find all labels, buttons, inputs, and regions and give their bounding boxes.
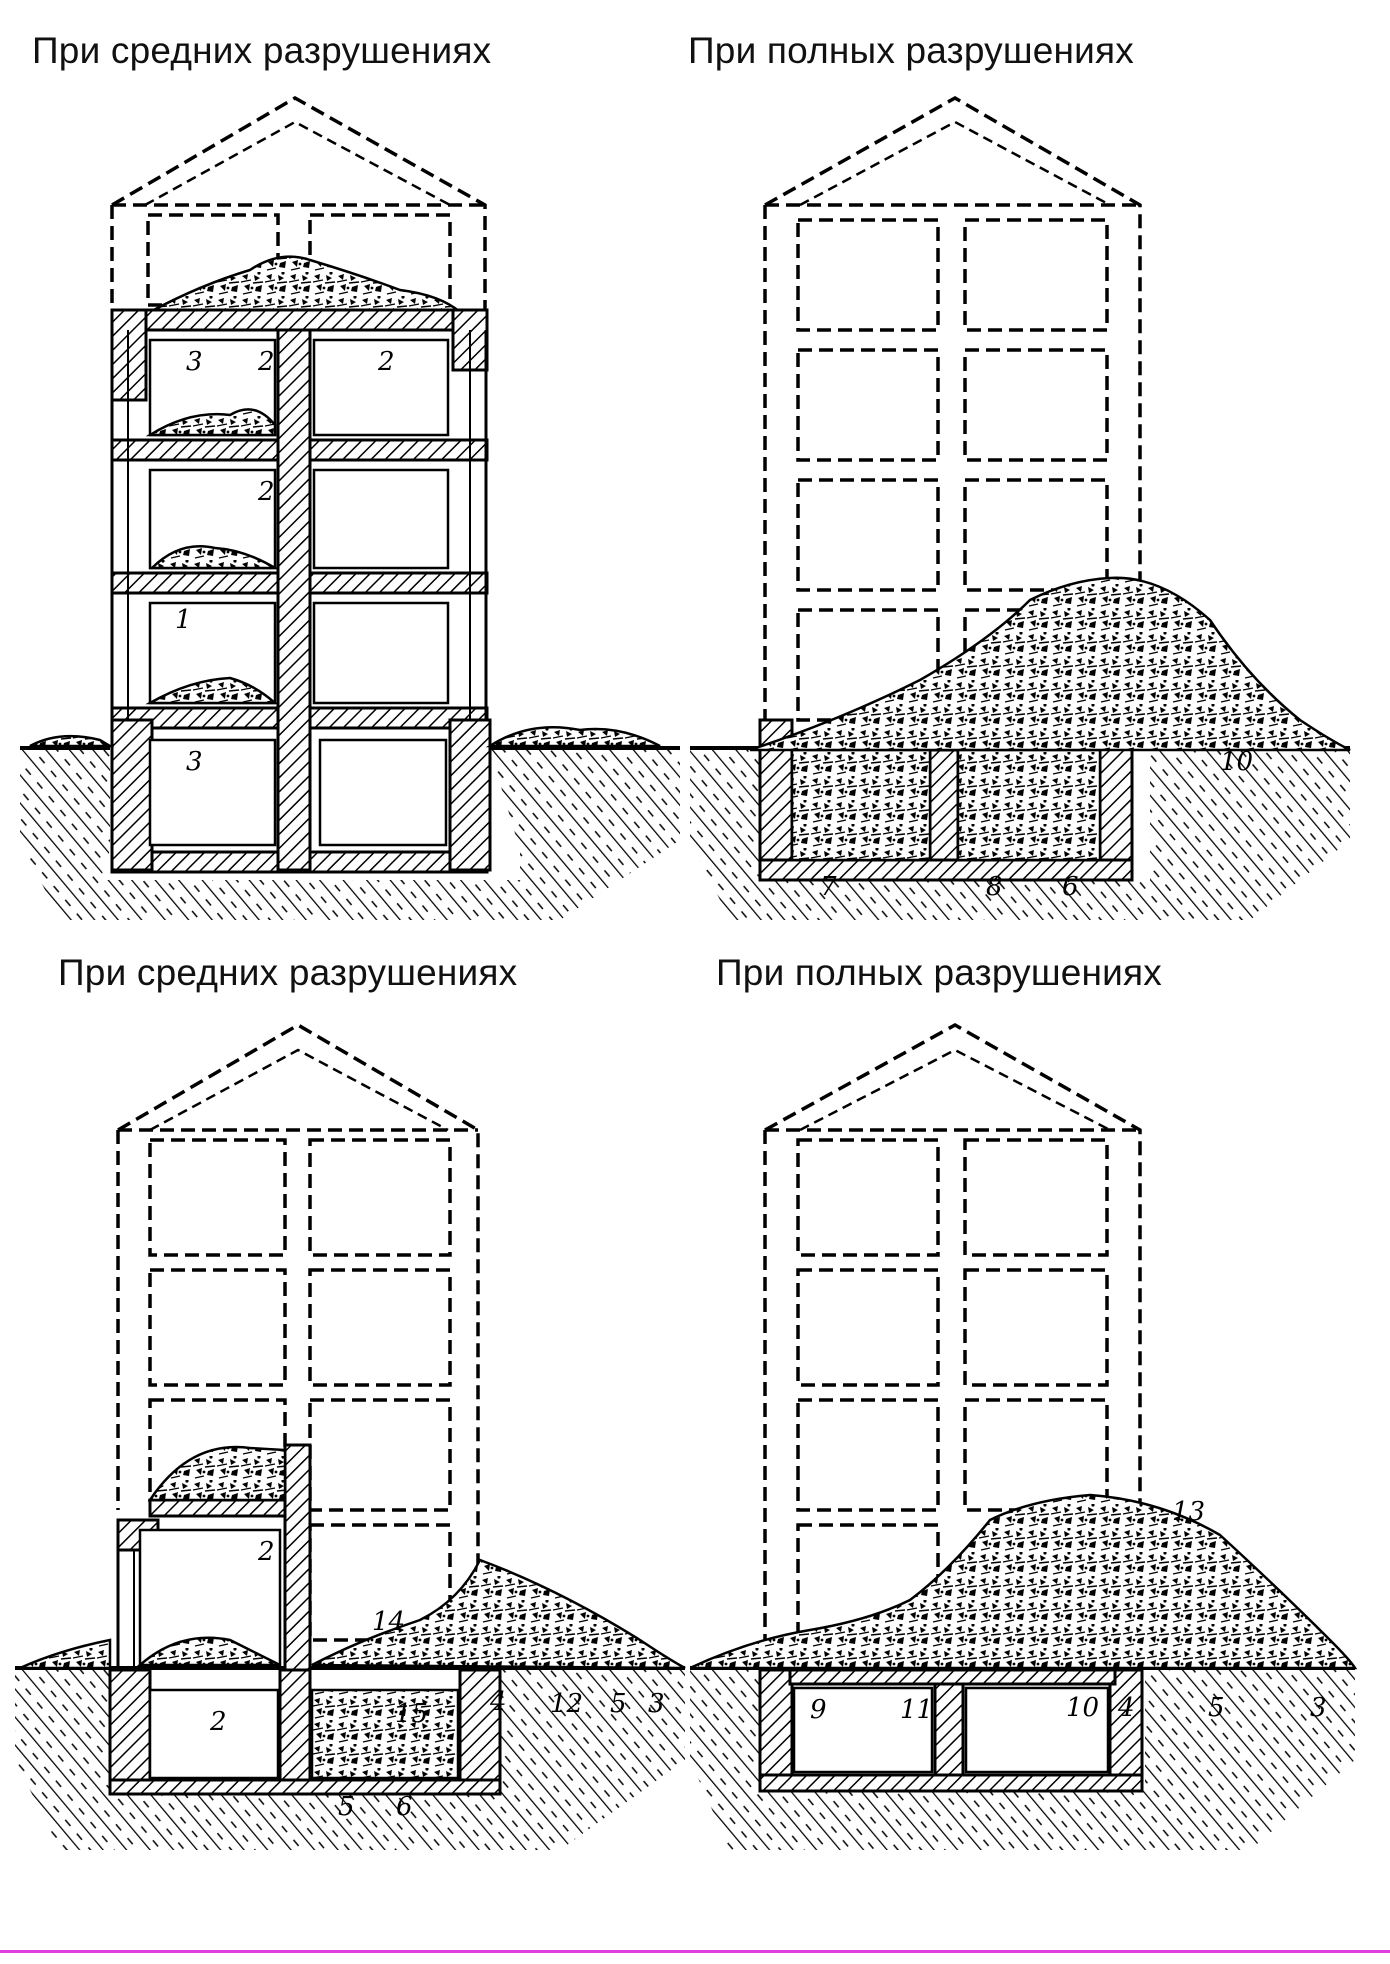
label-bl-6: 5 (610, 1689, 627, 1719)
caption-bottom-left: При средних разрушениях (58, 952, 518, 993)
label-tl-3: 2 (257, 477, 275, 507)
label-bl-2: 2 (209, 1707, 227, 1737)
label-tl-5: 3 (186, 747, 203, 777)
diagram-top-right: 7 8 6 10 (690, 95, 1351, 920)
label-tl-1: 2 (257, 347, 275, 377)
label-tr-2: 6 (1062, 872, 1079, 902)
label-bl-8: 5 (338, 1792, 355, 1822)
label-bl-7: 3 (648, 1689, 665, 1719)
label-tl-2: 2 (377, 347, 395, 377)
label-tr-1: 8 (986, 872, 1003, 902)
label-bl-9: 6 (396, 1792, 413, 1822)
label-tr-3: 10 (1220, 747, 1253, 777)
label-bl-3: 15 (395, 1699, 428, 1729)
diagram-bottom-left: 2 14 2 15 4 12 5 3 5 6 (15, 1022, 686, 1850)
rubble-roof-level (149, 255, 464, 314)
label-tl-0: 3 (186, 347, 203, 377)
caption-bottom-right: При полных разрушениях (716, 952, 1162, 993)
rubble-mound (749, 576, 1351, 752)
label-tl-4: 1 (175, 605, 192, 635)
label-br-2: 11 (900, 1695, 933, 1725)
caption-top-left: При средних разрушениях (32, 30, 492, 71)
accent-line (0, 1950, 1390, 1953)
label-bl-1: 14 (372, 1607, 405, 1637)
label-bl-4: 4 (489, 1687, 507, 1717)
label-br-5: 5 (1208, 1693, 1225, 1723)
label-bl-0: 2 (257, 1537, 275, 1567)
label-br-3: 10 (1066, 1693, 1099, 1723)
label-br-6: 3 (1310, 1693, 1327, 1723)
label-br-1: 9 (810, 1695, 827, 1725)
label-bl-5: 12 (550, 1689, 583, 1719)
rubble-mound-bottom (690, 1493, 1358, 1670)
label-tr-0: 7 (820, 872, 837, 902)
caption-top-right: При полных разрушениях (688, 30, 1134, 71)
label-br-4: 4 (1117, 1693, 1135, 1723)
diagram-top-left: 3 2 2 2 1 3 (20, 95, 680, 920)
label-br-0: 13 (1172, 1497, 1205, 1527)
diagram-bottom-right: 13 9 11 10 4 5 3 (690, 1022, 1358, 1850)
